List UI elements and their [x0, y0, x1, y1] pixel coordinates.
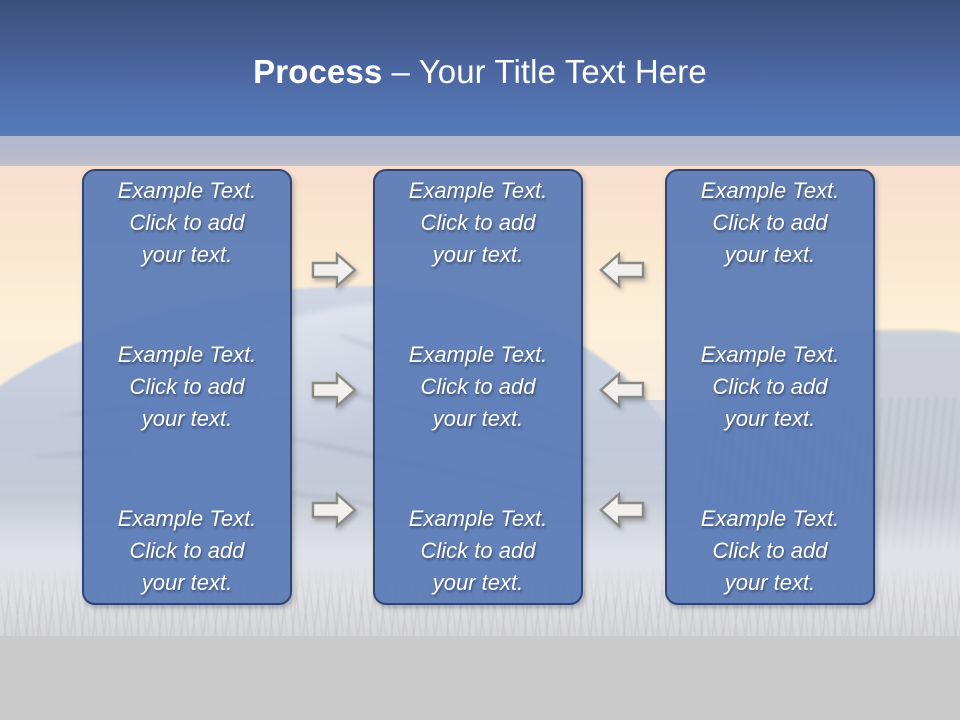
slide-title-remainder: – Your Title Text Here — [382, 53, 707, 90]
process-text-block[interactable]: Example Text. Click to add your text. — [117, 506, 257, 595]
process-text-block[interactable]: Example Text. Click to add your text. — [117, 342, 257, 431]
slide-title: Process – Your Title Text Here — [0, 53, 960, 91]
process-text-block[interactable]: Example Text. Click to add your text. — [408, 506, 548, 595]
process-text-block[interactable]: Example Text. Click to add your text. — [408, 178, 548, 267]
process-text-block[interactable]: Example Text. Click to add your text. — [700, 342, 840, 431]
arrow-right-icon[interactable] — [310, 250, 358, 290]
process-box-3-content: Example Text. Click to add your text. Ex… — [667, 171, 873, 603]
arrow-left-icon[interactable] — [598, 370, 646, 410]
process-box-3[interactable]: Example Text. Click to add your text. Ex… — [665, 169, 875, 605]
arrow-right-icon[interactable] — [310, 370, 358, 410]
title-banner — [0, 0, 960, 136]
process-box-1[interactable]: Example Text. Click to add your text. Ex… — [82, 169, 292, 605]
process-text-block[interactable]: Example Text. Click to add your text. — [700, 506, 840, 595]
process-box-2-content: Example Text. Click to add your text. Ex… — [375, 171, 581, 603]
title-banner-underline — [0, 136, 960, 166]
process-text-block[interactable]: Example Text. Click to add your text. — [408, 342, 548, 431]
arrow-right-icon[interactable] — [310, 490, 358, 530]
arrow-left-icon[interactable] — [598, 250, 646, 290]
process-box-2[interactable]: Example Text. Click to add your text. Ex… — [373, 169, 583, 605]
foreground-ground — [0, 636, 960, 720]
arrow-left-icon[interactable] — [598, 490, 646, 530]
process-text-block[interactable]: Example Text. Click to add your text. — [117, 178, 257, 267]
slide-title-emphasis: Process — [253, 53, 383, 90]
process-box-1-content: Example Text. Click to add your text. Ex… — [84, 171, 290, 603]
process-text-block[interactable]: Example Text. Click to add your text. — [700, 178, 840, 267]
